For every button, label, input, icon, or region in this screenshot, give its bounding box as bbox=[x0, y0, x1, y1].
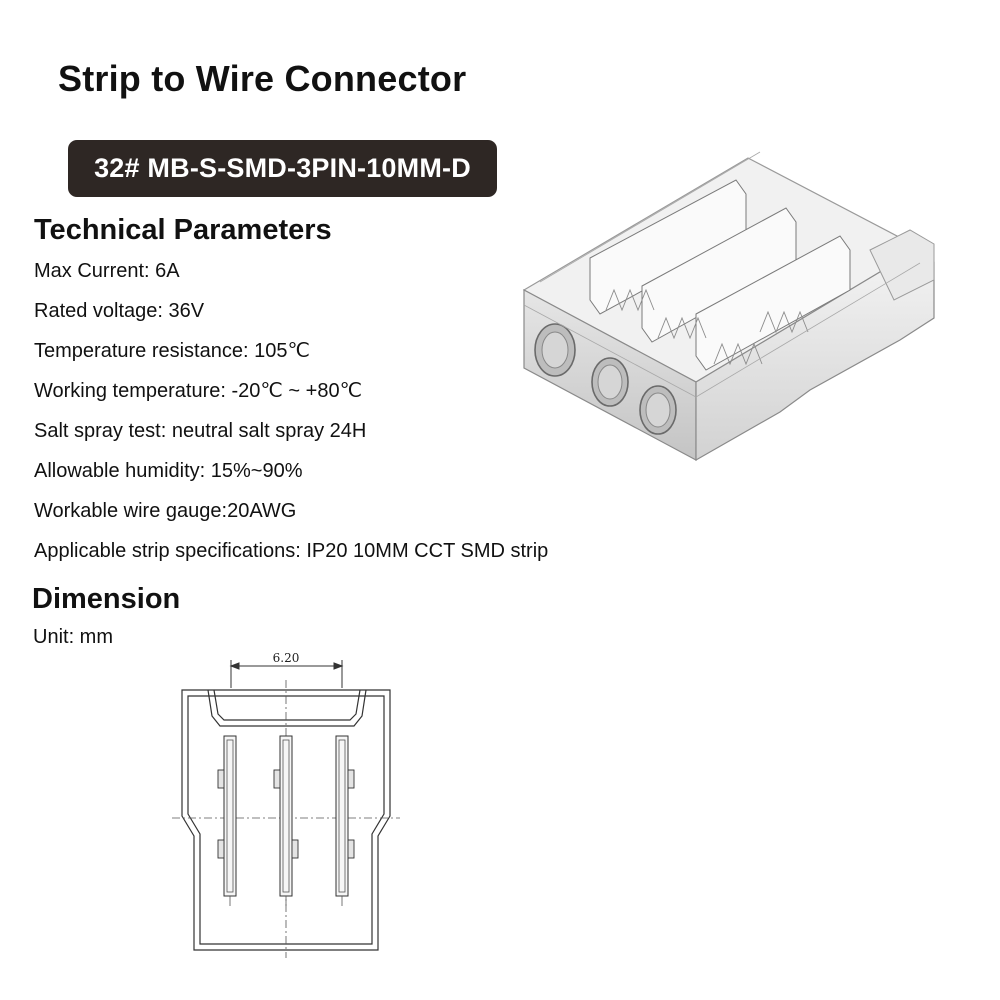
connector-product-image bbox=[522, 151, 935, 462]
param-strip-specifications: Applicable strip specifications: IP20 10… bbox=[34, 540, 549, 562]
dimension-width-label: 6.20 bbox=[273, 651, 300, 665]
model-badge: 32# MB-S-SMD-3PIN-10MM-D bbox=[68, 140, 497, 197]
technical-parameters-heading: Technical Parameters bbox=[34, 214, 332, 246]
param-max-current: Max Current: 6A bbox=[34, 260, 180, 282]
technical-parameters-list: Max Current: 6A Rated voltage: 36V Tempe… bbox=[34, 257, 548, 577]
param-salt-spray-test: Salt spray test: neutral salt spray 24H bbox=[34, 420, 367, 442]
unit-label: Unit: mm bbox=[33, 626, 113, 648]
dimension-heading: Dimension bbox=[32, 583, 181, 615]
param-wire-gauge: Workable wire gauge:20AWG bbox=[34, 500, 297, 522]
param-allowable-humidity: Allowable humidity: 15%~90% bbox=[34, 460, 303, 482]
page-title: Strip to Wire Connector bbox=[58, 58, 467, 99]
param-working-temperature: Working temperature: -20℃ ~ +80℃ bbox=[34, 380, 363, 402]
dimension-drawing: 6.20 bbox=[172, 651, 400, 958]
param-rated-voltage: Rated voltage: 36V bbox=[34, 300, 205, 322]
param-temperature-resistance: Temperature resistance: 105℃ bbox=[34, 340, 310, 362]
